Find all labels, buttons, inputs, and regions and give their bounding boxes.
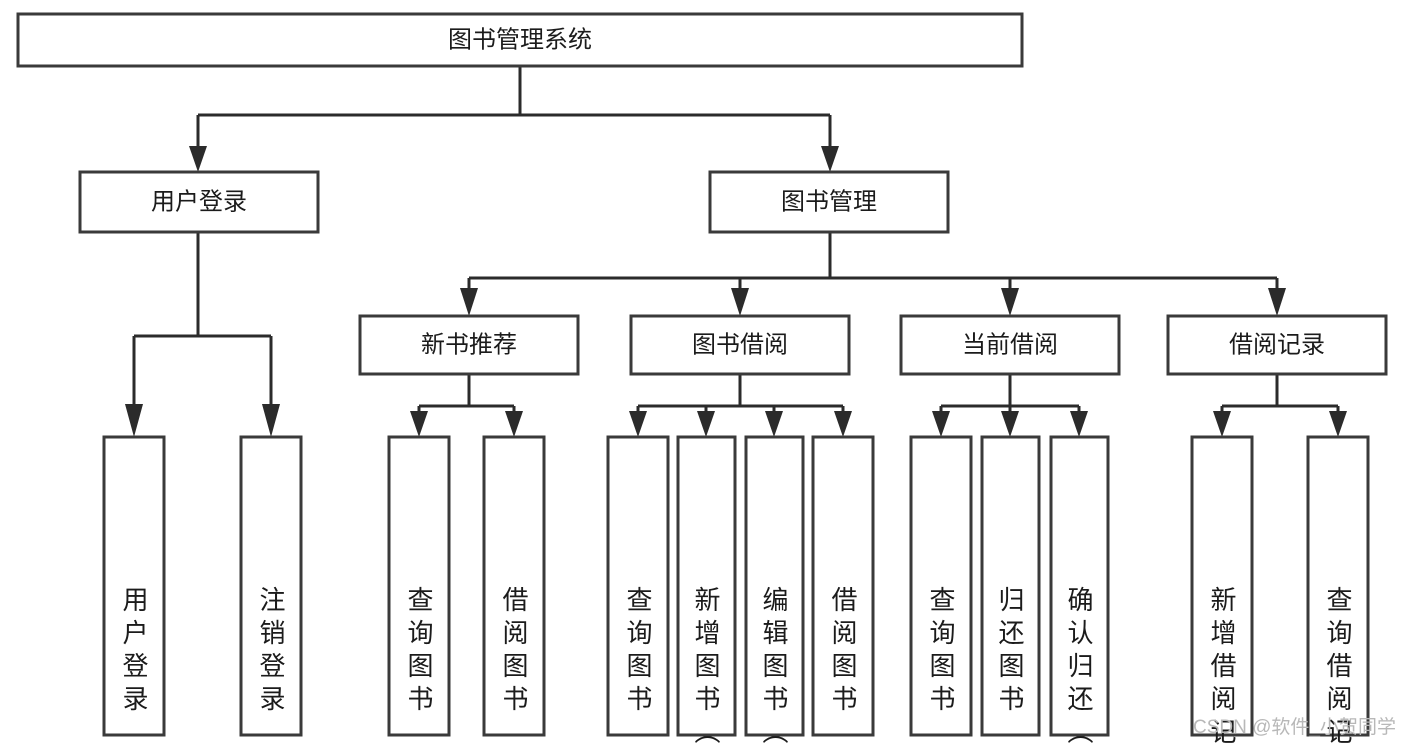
- node-current-borrow-box[interactable]: [899, 314, 1121, 376]
- node-root-box[interactable]: [16, 12, 1024, 68]
- node-leaf-query-book-2-label: 查询图书: [623, 586, 653, 718]
- node-leaf-edit-book-label: 编辑图书（管理员）: [759, 586, 789, 747]
- node-leaf-query-book-3-box[interactable]: [909, 435, 973, 737]
- arrow-head-user-login: [189, 146, 207, 172]
- arrow-head-book-management: [821, 146, 839, 172]
- arrow-head-leaf-borrow-book-1: [505, 411, 523, 437]
- node-leaf-query-record[interactable]: 查询借阅记录: [1306, 435, 1370, 747]
- node-user-login[interactable]: 用户登录: [78, 170, 320, 234]
- node-leaf-add-record-label: 新增借阅记录: [1207, 586, 1237, 747]
- node-leaf-return-book-label: 归还图书: [995, 586, 1025, 718]
- node-leaf-add-book-label: 新增图书（管理员）: [691, 586, 721, 747]
- arrow-head-leaf-query-book-3: [932, 411, 950, 437]
- node-leaf-query-book-3-label: 查询图书: [926, 586, 956, 718]
- node-leaf-query-book-1-label: 查询图书: [404, 586, 434, 718]
- node-leaf-add-book[interactable]: 新增图书（管理员）: [676, 435, 737, 747]
- node-leaf-user-logout-box[interactable]: [239, 435, 303, 737]
- node-leaf-query-record-box[interactable]: [1306, 435, 1370, 737]
- node-leaf-borrow-book-1[interactable]: 借阅图书: [482, 435, 546, 737]
- node-leaf-query-record-label: 查询借阅记录: [1323, 586, 1353, 747]
- node-leaf-return-book[interactable]: 归还图书: [980, 435, 1041, 737]
- node-borrow-record-label: 借阅记录: [1229, 331, 1325, 358]
- node-leaf-user-logout[interactable]: 注销登录: [239, 435, 303, 737]
- node-leaf-query-book-3[interactable]: 查询图书: [909, 435, 973, 737]
- node-leaf-borrow-book-2-box[interactable]: [811, 435, 875, 737]
- node-leaf-borrow-book-2[interactable]: 借阅图书: [811, 435, 875, 737]
- node-leaf-user-logout-label: 注销登录: [256, 586, 286, 718]
- node-leaf-borrow-book-1-box[interactable]: [482, 435, 546, 737]
- node-leaf-query-book-1-box[interactable]: [387, 435, 451, 737]
- node-leaf-add-record[interactable]: 新增借阅记录: [1190, 435, 1254, 747]
- arrow-head-leaf-return-book: [1001, 411, 1019, 437]
- arrow-head-book-borrow: [731, 288, 749, 316]
- node-leaf-query-book-2[interactable]: 查询图书: [606, 435, 670, 737]
- node-user-login-box[interactable]: [78, 170, 320, 234]
- arrow-head-leaf-edit-book: [765, 411, 783, 437]
- node-borrow-record[interactable]: 借阅记录: [1166, 314, 1388, 376]
- arrow-head-borrow-record: [1268, 288, 1286, 316]
- node-leaf-edit-book[interactable]: 编辑图书（管理员）: [744, 435, 805, 747]
- node-book-management-box[interactable]: [708, 170, 950, 234]
- node-user-login-label: 用户登录: [151, 188, 247, 215]
- node-book-borrow-box[interactable]: [629, 314, 851, 376]
- arrow-head-leaf-query-record: [1329, 411, 1347, 437]
- node-borrow-record-box[interactable]: [1166, 314, 1388, 376]
- arrow-head-leaf-borrow-book-2: [834, 411, 852, 437]
- watermark-label: CSDN @软件_小贺同学: [1193, 716, 1396, 738]
- node-current-borrow-label: 当前借阅: [962, 331, 1058, 358]
- node-leaf-query-book-2-box[interactable]: [606, 435, 670, 737]
- node-leaf-borrow-book-1-label: 借阅图书: [499, 586, 529, 718]
- node-leaf-user-login-label: 用户登录: [119, 586, 149, 718]
- node-leaf-add-book-box[interactable]: [676, 435, 737, 737]
- arrow-head-leaf-add-book: [697, 411, 715, 437]
- arrow-head-new-book-recommend: [460, 288, 478, 316]
- arrow-head-leaf-confirm-return: [1070, 411, 1088, 437]
- arrow-head-leaf-query-book-2: [629, 411, 647, 437]
- node-leaf-add-record-box[interactable]: [1190, 435, 1254, 737]
- node-leaf-confirm-return-box[interactable]: [1049, 435, 1110, 737]
- arrow-head-leaf-query-book-1: [410, 411, 428, 437]
- node-leaf-user-login-box[interactable]: [102, 435, 166, 737]
- node-leaf-query-book-1[interactable]: 查询图书: [387, 435, 451, 737]
- node-leaf-return-book-box[interactable]: [980, 435, 1041, 737]
- node-book-management[interactable]: 图书管理: [708, 170, 950, 234]
- arrow-head-current-borrow: [1001, 288, 1019, 316]
- arrow-head-leaf-user-logout: [262, 404, 280, 437]
- node-leaf-confirm-return-label: 确认归还（管理员）: [1064, 586, 1094, 747]
- node-book-management-label: 图书管理: [781, 188, 877, 215]
- node-leaf-borrow-book-2-label: 借阅图书: [828, 586, 858, 718]
- node-new-book-recommend-box[interactable]: [358, 314, 580, 376]
- node-book-borrow[interactable]: 图书借阅: [629, 314, 851, 376]
- node-leaf-confirm-return[interactable]: 确认归还（管理员）: [1049, 435, 1110, 747]
- node-root-label: 图书管理系统: [448, 26, 592, 53]
- node-new-book-recommend-label: 新书推荐: [421, 331, 517, 358]
- node-leaf-edit-book-box[interactable]: [744, 435, 805, 737]
- arrow-head-leaf-user-login: [125, 404, 143, 437]
- node-book-borrow-label: 图书借阅: [692, 331, 788, 358]
- node-leaf-user-login[interactable]: 用户登录: [102, 435, 166, 737]
- node-new-book-recommend[interactable]: 新书推荐: [358, 314, 580, 376]
- connector-layer: [125, 66, 1347, 437]
- node-current-borrow[interactable]: 当前借阅: [899, 314, 1121, 376]
- arrow-head-leaf-add-record: [1213, 411, 1231, 437]
- node-root[interactable]: 图书管理系统: [16, 12, 1024, 68]
